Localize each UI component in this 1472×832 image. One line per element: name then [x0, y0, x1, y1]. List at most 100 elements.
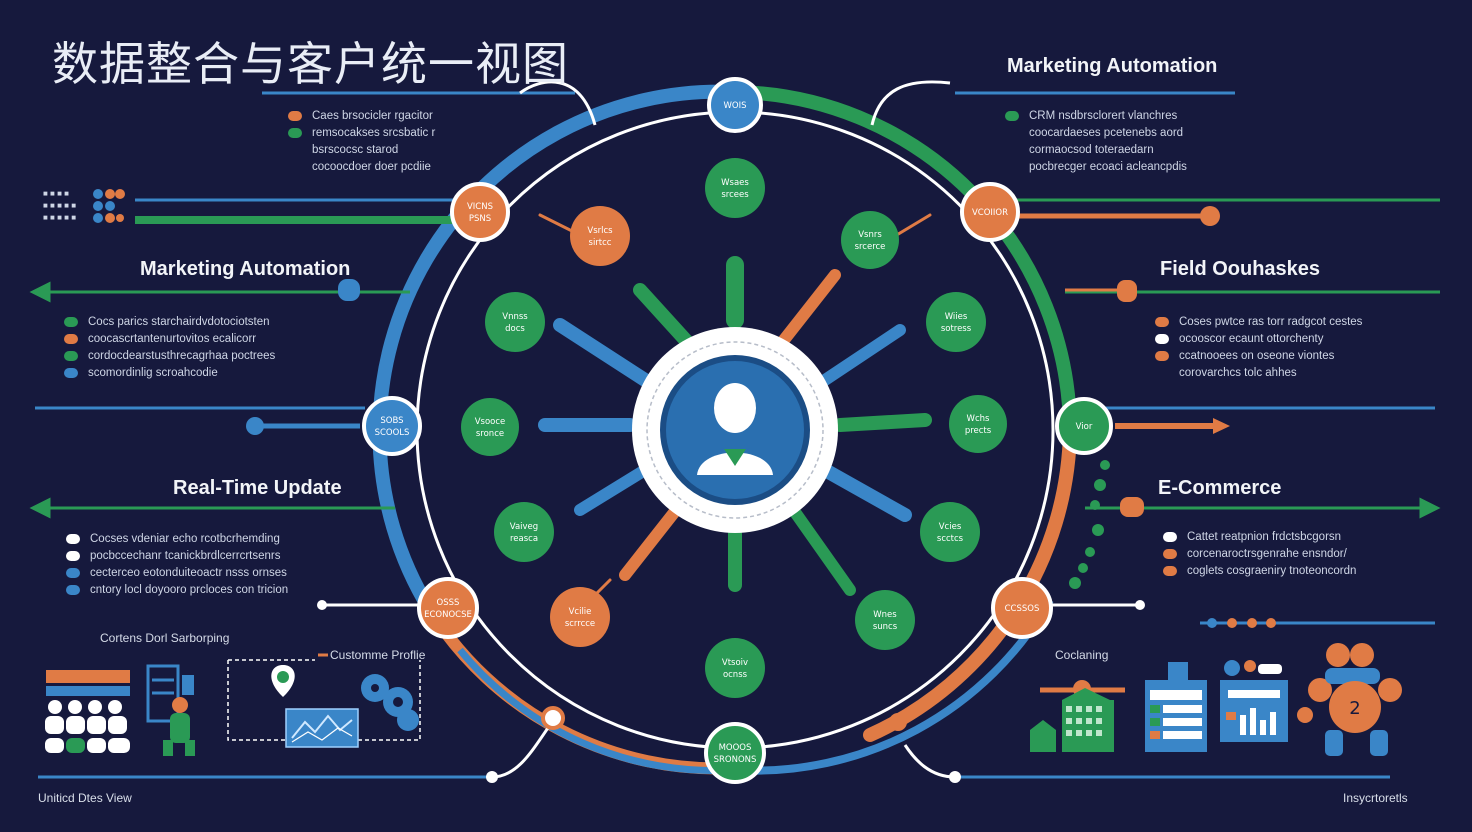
bullet-icon: [1163, 548, 1177, 559]
ring-node-label: VCOIIOR: [972, 208, 1008, 218]
text-block-line: Caes brsocicler rgacitor: [312, 109, 433, 122]
inner-node-label: ocnss: [723, 670, 748, 680]
ring-node-label: SCOOLS: [375, 428, 410, 438]
text-block-line: ocooscor ecaunt ottorchenty: [1179, 332, 1324, 345]
inner-node-circle: [550, 587, 610, 647]
ring-node-circle: [960, 182, 1020, 242]
lower-blue-ring-arc: [457, 647, 736, 775]
text-block-row: Cattet reatpnion frdctsbcgorsn: [1163, 528, 1356, 545]
inner-node-label: Vsooce: [475, 417, 506, 427]
inner-node-circle: [570, 206, 630, 266]
bullet-icon: [64, 350, 78, 361]
bullet-icon: [1005, 162, 1019, 172]
text-block-row: cocoocdoer doer pcdiie: [288, 158, 435, 175]
text-block-line: Cocs parics starchairdvdotociotsten: [88, 315, 270, 328]
ring-node-circle: [362, 396, 422, 456]
spokes: [538, 213, 932, 617]
mini-label-right-bottom: Coclaning: [1055, 648, 1109, 662]
customer-person-icon: [697, 383, 773, 475]
inner-node-label: Vaiveg: [510, 522, 538, 532]
bullet-icon: [1155, 368, 1169, 378]
text-block-row: bsrscocsc starod: [288, 141, 435, 158]
text-block-line: bsrscocsc starod: [312, 143, 399, 156]
ring-node-label: SRONONS: [714, 755, 757, 765]
inner-node-circle: [494, 502, 554, 562]
inner-node-circle: [461, 398, 519, 456]
footer-right: Insycrtoretls: [1343, 791, 1408, 805]
text-block-row: coocascrtantenurtovitos ecalicorr: [64, 330, 275, 347]
text-block-row: CRM nsdbrsclorert vlanchres: [1005, 107, 1187, 124]
label-marketing-automation-top: Marketing Automation: [1007, 55, 1218, 77]
text-block-row: coocardaeses pcetenebs aord: [1005, 124, 1187, 141]
bullet-icon: [1005, 128, 1019, 138]
bullet-icon: [288, 110, 302, 121]
label-real-time-update: Real-Time Update: [173, 477, 342, 499]
inner-node-label: Wnes: [873, 610, 897, 620]
inner-node-circle: [855, 590, 915, 650]
person-at-desk-icon: [146, 664, 195, 756]
text-block-line: pocbccechanr tcanickbrdlcerrcrtsenrs: [90, 549, 281, 562]
bullet-icon: [288, 127, 302, 138]
legend-row: ■ ■ ■ ■: [43, 189, 69, 198]
inner-node-label: Vnnss: [502, 312, 528, 322]
inner-node-circle: [920, 502, 980, 562]
text-block-row: remsocakses srcsbatic r: [288, 124, 435, 141]
people-group-icon: [45, 670, 130, 753]
ring-node-label: OSSS: [437, 598, 460, 608]
inner-node-label: Vcies: [939, 522, 962, 532]
text-block-line: ccatnooees on oseone viontes: [1179, 349, 1335, 362]
blue-ring-arc: [372, 84, 742, 617]
text-block-right-mid: Coses pwtce ras torr radgcot cestes ocoos…: [1155, 313, 1362, 381]
text-block-row: pocbccechanr tcanickbrdlcerrcrtsenrs: [66, 547, 288, 564]
bullet-icon: [1005, 110, 1019, 121]
text-block-row: ccatnooees on oseone viontes: [1155, 347, 1362, 364]
text-block-row: Caes brsocicler rgacitor: [288, 107, 435, 124]
text-block-line: Cocses vdeniar echo rcotbcrhemding: [90, 532, 280, 545]
inner-node-circle: [841, 211, 899, 269]
inner-node-label: srcees: [721, 190, 749, 200]
text-block-row: pocbrecger ecoaci acleancpdis: [1005, 158, 1187, 175]
svg-text:2: 2: [1349, 698, 1360, 719]
inner-node-label: srcerce: [855, 242, 886, 252]
text-block-row: cecterceo eotonduiteoactr nsss ornses: [66, 564, 288, 581]
inner-node-label: scrrcce: [565, 619, 595, 629]
ring-node-circle: [707, 77, 763, 133]
ring-node-label: ECONOCSE: [424, 610, 472, 620]
inner-node-circle: [926, 292, 986, 352]
text-block-row: Coses pwtce ras torr radgcot cestes: [1155, 313, 1362, 330]
text-block-line: cocoocdoer doer pcdiie: [312, 160, 431, 173]
inner-node-label: prects: [965, 426, 992, 436]
inner-node-label: Vsnrs: [858, 230, 882, 240]
text-block-line: cormaocsod toteraedarn: [1029, 143, 1154, 156]
text-block-line: CRM nsdbrsclorert vlanchres: [1029, 109, 1178, 122]
page-title: 数据整合与客户统一视图: [52, 37, 569, 91]
ring-node: WOIS: [707, 77, 763, 133]
inner-node-label: reasca: [510, 534, 538, 544]
legend-dots: [93, 189, 125, 223]
inner-node-circle: [705, 158, 765, 218]
bullet-icon: [66, 584, 80, 595]
ring-node-label: WOIS: [724, 101, 747, 111]
text-block-line: pocbrecger ecoaci acleancpdis: [1029, 160, 1187, 173]
inner-node-label: sotress: [941, 324, 972, 334]
map-pin-icon: [271, 665, 295, 697]
ring-node-circle: [450, 182, 510, 242]
inner-node-circle: [705, 638, 765, 698]
ring-node: Vior: [1055, 397, 1113, 455]
bullet-icon: [288, 162, 302, 172]
line-chart-icon: [285, 708, 359, 748]
inner-node-circle: [485, 292, 545, 352]
ring-nodes: WOISVICNSPSNSVCOIIORSOBSSCOOLSViorOSSSEC…: [362, 77, 1113, 784]
ring-node-label: CCSSOS: [1005, 604, 1040, 614]
inner-node-label: scctcs: [937, 534, 964, 544]
legend-row: ■ ■ ■ ■ ■: [43, 213, 77, 222]
ring-node: VCOIIOR: [960, 182, 1020, 242]
inner-node: Vaiveg reasca: [494, 502, 554, 562]
bullet-icon: [64, 316, 78, 327]
